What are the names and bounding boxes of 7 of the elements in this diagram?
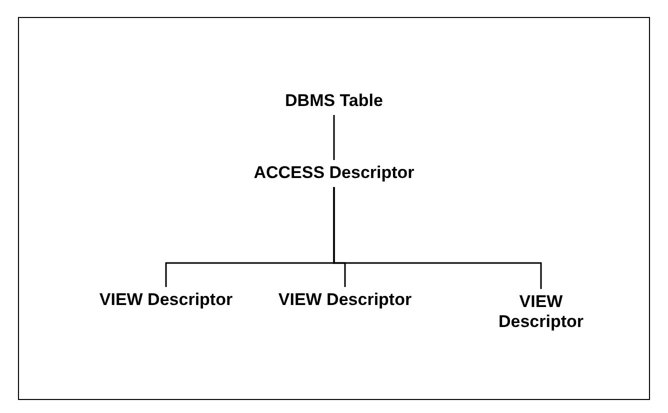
tree-node-label: VIEW Descriptor [78,290,254,310]
tree-node-label: VIEW Descriptor [257,290,433,310]
tree-node-label: ACCESS Descriptor [227,163,441,183]
tree-node-label: DBMS Table [267,91,401,111]
tree-node-label: VIEW Descriptor [482,292,600,332]
connector-line [333,187,542,289]
connector-line [333,115,335,160]
